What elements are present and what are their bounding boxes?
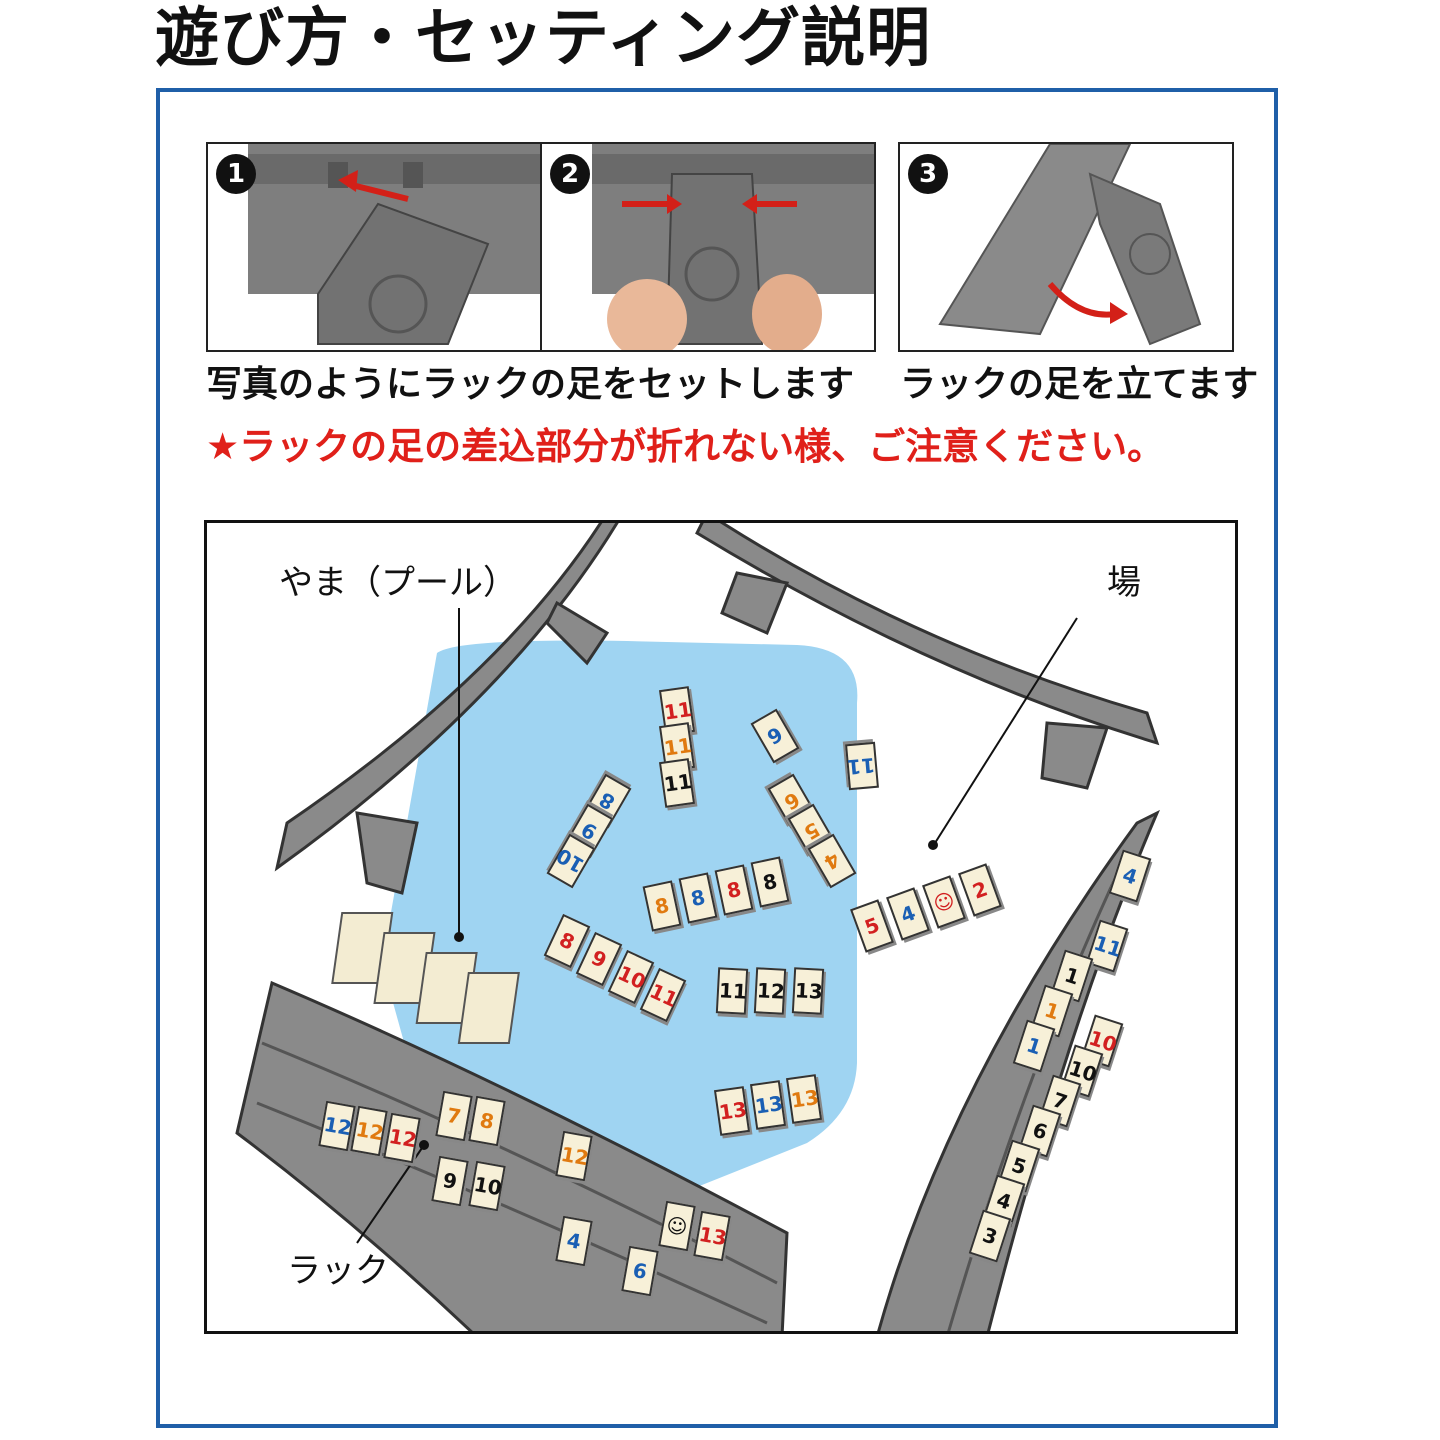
label-pool: やま（プール） [279,563,517,603]
label-field: 場 [1107,563,1141,603]
step-2-photo: 2 [540,142,876,352]
tile: 11 [658,758,696,808]
step-number-3: 3 [908,154,948,194]
step-number-2: 2 [550,154,590,194]
step-3-photo: 3 [898,142,1234,352]
tile: 13 [785,1074,823,1124]
tile: 11 [715,967,749,1015]
tile: 13 [749,1080,787,1130]
page-title: 遊び方・セッティング説明 [155,2,932,76]
tile: 11 [845,741,879,791]
tile: 12 [753,967,787,1015]
step-1-photo: 1 [206,142,542,352]
warning-text: ★ラックの足の差込部分が折れない様、ご注意ください。 [206,425,1165,468]
caption-set-legs: 写真のようにラックの足をセットします [206,364,855,405]
caption-stand-legs: ラックの足を立てます [900,364,1259,405]
label-rack: ラック [287,1251,389,1291]
step-number-1: 1 [216,154,256,194]
tile: 13 [791,967,825,1015]
tile: 13 [713,1086,751,1136]
